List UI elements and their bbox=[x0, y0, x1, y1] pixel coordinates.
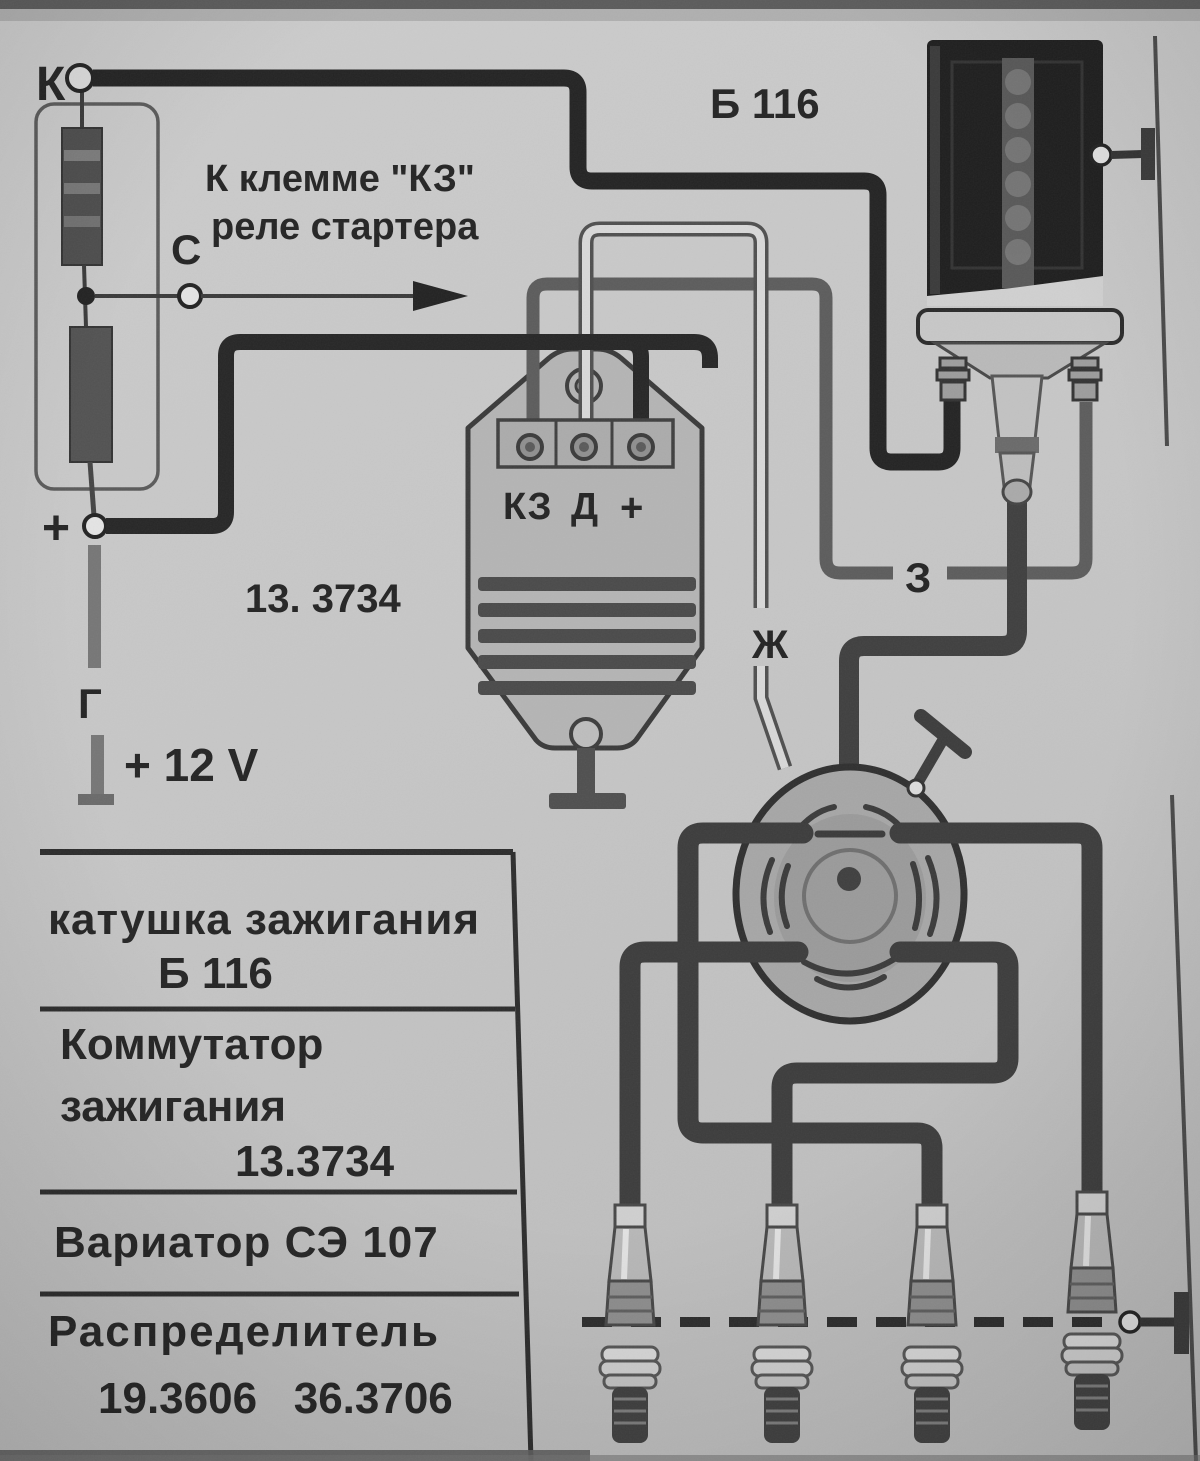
film-grain-overlay bbox=[0, 0, 1200, 1461]
ignition-wiring-schematic: К К клемме "КЗ" реле стартера С + Г + 12… bbox=[0, 0, 1200, 1461]
wiring-diagram-photo: К К клемме "КЗ" реле стартера С + Г + 12… bbox=[0, 0, 1200, 1461]
